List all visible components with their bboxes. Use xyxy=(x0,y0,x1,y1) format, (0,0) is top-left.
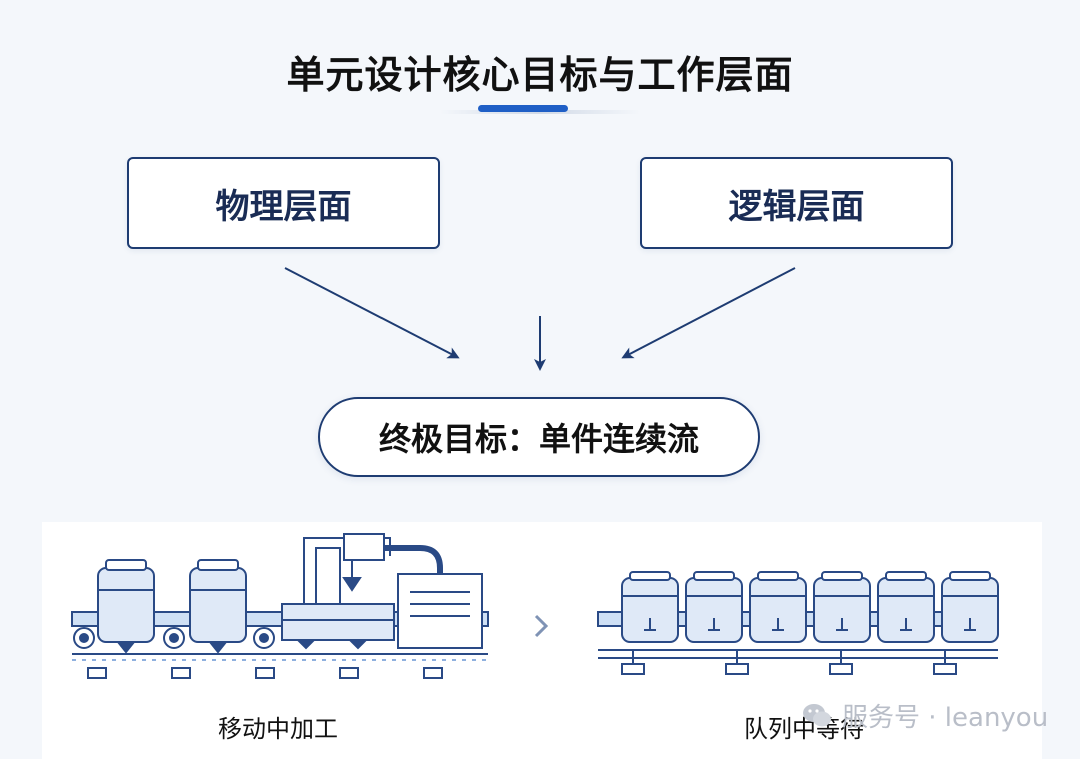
caption-moving-processing: 移动中加工 xyxy=(218,715,338,743)
queue-waiting-scene xyxy=(597,571,999,675)
flow-arrows xyxy=(284,267,796,371)
watermark: 服务号 · leanyou xyxy=(800,697,1048,734)
arrow-left xyxy=(284,267,460,359)
moving-processing-scene xyxy=(71,533,489,679)
queue-bin-6 xyxy=(941,571,999,643)
watermark-text: 服务号 · leanyou xyxy=(842,703,1049,733)
title-underline-shadow xyxy=(440,110,640,114)
ultimate-goal-pill: 终极目标：单件连续流 xyxy=(318,397,760,477)
queue-bin-3 xyxy=(749,571,807,643)
page-title: 单元设计核心目标与工作层面 xyxy=(286,53,794,97)
queue-bin-2 xyxy=(685,571,743,643)
arrow-right xyxy=(621,267,796,359)
queue-bin-1 xyxy=(621,571,679,643)
wechat-icon xyxy=(803,703,831,726)
caption-queue-waiting: 队列中等待 xyxy=(744,715,864,743)
queue-bin-5 xyxy=(877,571,935,643)
queue-bin-4 xyxy=(813,571,871,643)
logical-level-box: 逻辑层面 xyxy=(640,157,953,249)
title-underline xyxy=(478,105,568,112)
physical-level-box: 物理层面 xyxy=(127,157,440,249)
chevron-right-icon xyxy=(534,614,549,638)
